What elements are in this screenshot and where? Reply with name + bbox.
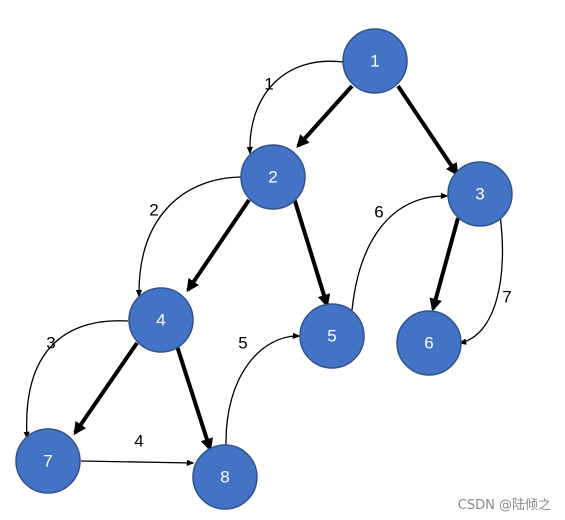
node-7-circle [15, 428, 81, 494]
traversal-edge-3 [23, 320, 129, 440]
nodes: 1 2 3 4 5 6 7 8 [15, 28, 513, 510]
node-4-circle [128, 287, 194, 353]
traversal-edge-1 [246, 60, 344, 155]
traversal-edge-7 [458, 214, 504, 345]
node-6: 6 [396, 310, 462, 376]
node-4: 4 [128, 287, 194, 353]
node-6-label: 6 [424, 334, 433, 353]
node-7-label: 7 [43, 452, 52, 471]
node-4-label: 4 [156, 311, 165, 330]
tree-edge-1-3 [396, 84, 459, 177]
node-7: 7 [15, 428, 81, 494]
node-6-circle [396, 310, 462, 376]
node-2-label: 2 [268, 168, 277, 187]
node-5-circle [299, 303, 365, 369]
step-label-5: 5 [238, 334, 247, 353]
step-label-7: 7 [502, 288, 511, 307]
node-3: 3 [447, 161, 513, 227]
step-label-4: 4 [134, 432, 143, 451]
node-2-circle [240, 144, 306, 210]
tree-edge-2-4 [186, 198, 251, 293]
node-5: 5 [299, 303, 365, 369]
traversal-edge-5 [225, 332, 301, 446]
step-label-1: 1 [264, 75, 273, 94]
csdn-watermark: CSDN @陆倾之 [457, 498, 551, 513]
node-1-circle [342, 28, 408, 94]
traversal-edge-2 [135, 176, 242, 298]
tree-edges [73, 84, 460, 452]
tree-edge-3-6 [429, 217, 460, 312]
traversal-edge-6 [351, 192, 449, 311]
node-5-label: 5 [327, 327, 336, 346]
node-2: 2 [240, 144, 306, 210]
tree-edge-2-5 [292, 197, 331, 308]
node-1: 1 [342, 28, 408, 94]
step-labels: 1 2 3 4 5 6 7 [46, 75, 511, 451]
node-8-circle [192, 444, 258, 510]
node-3-label: 3 [475, 185, 484, 204]
node-8: 8 [192, 444, 258, 510]
step-label-2: 2 [149, 201, 158, 220]
node-8-label: 8 [220, 468, 229, 487]
traversal-edge-4 [80, 459, 195, 467]
tree-edge-4-7 [73, 341, 139, 436]
tree-edge-1-2 [296, 84, 354, 148]
node-1-label: 1 [370, 52, 379, 71]
traversal-edges [23, 60, 504, 467]
step-label-6: 6 [374, 203, 383, 222]
step-label-3: 3 [46, 334, 55, 353]
tree-edge-4-8 [174, 342, 213, 452]
node-3-circle [447, 161, 513, 227]
